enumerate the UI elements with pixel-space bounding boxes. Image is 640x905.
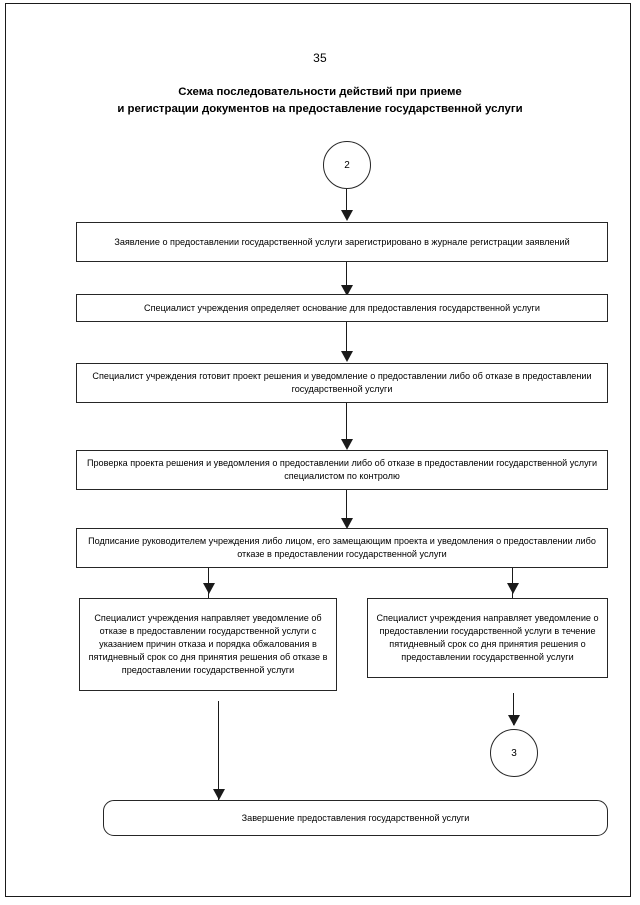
flow-node-registration-label: Заявление о предоставлении государственн…	[114, 236, 570, 247]
arrow-line-approval-to-conn3	[513, 693, 514, 725]
flow-node-refusal-notice-label: Специалист учреждения направляет уведомл…	[88, 613, 328, 675]
connector-circle-3: 3	[490, 729, 538, 777]
arrow-line-n2-to-n3	[346, 322, 347, 358]
arrow-head-approval-to-conn3	[508, 715, 520, 726]
flow-node-signing: Подписание руководителем учреждения либо…	[76, 528, 608, 568]
arrow-head-n5-to-refusal	[203, 583, 215, 594]
flow-node-prepare-draft-label: Специалист учреждения готовит проект реш…	[92, 371, 592, 394]
flow-node-control-check-label: Проверка проекта решения и уведомления о…	[86, 458, 598, 481]
flow-node-determine-basis-label: Специалист учреждения определяет основан…	[144, 302, 540, 313]
page-title-line-2: и регистрации документов на предоставлен…	[117, 103, 523, 115]
flow-node-refusal-notice: Специалист учреждения направляет уведомл…	[79, 598, 337, 691]
arrow-line-conn2-to-n1	[346, 189, 347, 213]
connector-circle-2-label: 2	[344, 159, 350, 171]
connector-circle-2: 2	[323, 141, 371, 189]
arrow-line-n4-to-n5	[346, 490, 347, 525]
flow-node-determine-basis: Специалист учреждения определяет основан…	[76, 294, 608, 322]
arrow-head-n5-to-approval	[507, 583, 519, 594]
flow-node-completion: Завершение предоставления государственно…	[103, 800, 608, 836]
arrow-head-n2-to-n3	[341, 351, 353, 362]
page-number: 35	[313, 51, 327, 65]
arrow-line-n1-to-n2	[346, 262, 347, 290]
arrow-head-conn2-to-n1	[341, 210, 353, 221]
flow-node-signing-label: Подписание руководителем учреждения либо…	[88, 536, 596, 559]
arrow-head-refusal-to-final	[213, 789, 225, 800]
flow-node-approval-notice: Специалист учреждения направляет уведомл…	[367, 598, 608, 678]
arrow-head-n4-to-n5	[341, 518, 353, 529]
flow-node-approval-notice-label: Специалист учреждения направляет уведомл…	[376, 613, 599, 662]
flow-node-completion-label: Завершение предоставления государственно…	[241, 812, 470, 823]
arrow-line-n3-to-n4	[346, 403, 347, 445]
arrow-head-n1-to-n2	[341, 285, 353, 296]
page-title: Схема последовательности действий при пр…	[60, 84, 580, 118]
flow-node-control-check: Проверка проекта решения и уведомления о…	[76, 450, 608, 490]
connector-circle-3-label: 3	[511, 747, 517, 759]
arrow-head-n3-to-n4	[341, 439, 353, 450]
flow-node-prepare-draft: Специалист учреждения готовит проект реш…	[76, 363, 608, 403]
flow-node-registration: Заявление о предоставлении государственн…	[76, 222, 608, 262]
arrow-line-refusal-to-final	[218, 701, 219, 800]
page-title-line-1: Схема последовательности действий при пр…	[178, 86, 462, 98]
